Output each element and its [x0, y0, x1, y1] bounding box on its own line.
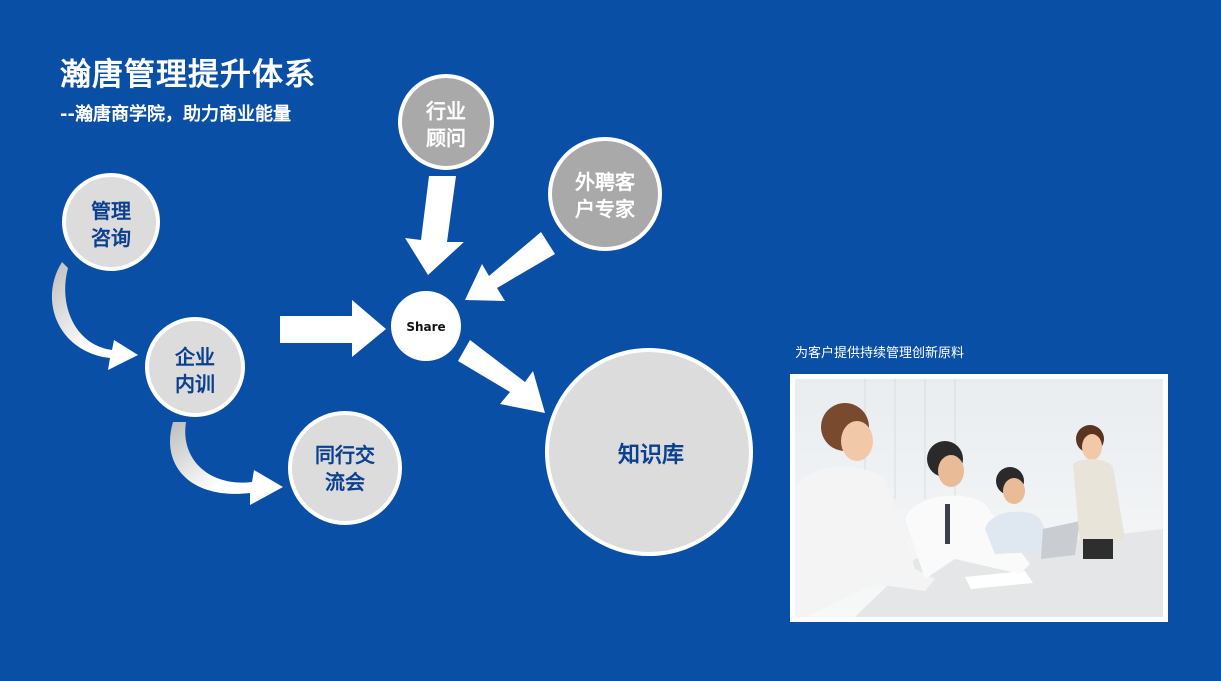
node-industry-advisor: 行业 顾问 [398, 74, 494, 170]
svg-text:顾问: 顾问 [426, 126, 466, 150]
svg-text:管理: 管理 [91, 199, 131, 223]
meeting-photo [790, 374, 1168, 622]
svg-text:户专家: 户专家 [575, 197, 636, 221]
svg-text:流会: 流会 [325, 470, 365, 494]
curved-arrow-2 [170, 422, 283, 505]
arrow-from-external-experts [465, 232, 555, 301]
svg-text:行业: 行业 [425, 99, 466, 123]
arrow-from-industry-advisor [405, 176, 464, 275]
node-external-experts: 外聘客 户专家 [548, 137, 662, 251]
node-peer-exchange: 同行交 流会 [288, 411, 402, 525]
node-corporate-training: 企业 内训 [145, 317, 245, 417]
photo-caption: 为客户提供持续管理创新原料 [795, 346, 965, 361]
curved-arrow-1 [51, 262, 138, 370]
arrow-to-knowledge-base [458, 340, 545, 413]
svg-text:内训: 内训 [175, 372, 215, 396]
svg-text:企业: 企业 [174, 345, 215, 369]
svg-text:知识库: 知识库 [618, 442, 684, 468]
svg-text:咨询: 咨询 [91, 226, 131, 250]
svg-text:外聘客: 外聘客 [575, 170, 636, 194]
node-management-consulting: 管理 咨询 [62, 173, 160, 271]
page-subtitle: --瀚唐商学院，助力商业能量 [60, 104, 291, 125]
svg-text:Share: Share [406, 320, 445, 334]
meeting-illustration [795, 379, 1163, 617]
arrow-to-share [280, 300, 386, 357]
node-knowledge-base: 知识库 [545, 348, 753, 556]
node-share: Share [391, 291, 461, 361]
svg-text:同行交: 同行交 [315, 443, 375, 467]
page-title: 瀚唐管理提升体系 [60, 57, 316, 93]
